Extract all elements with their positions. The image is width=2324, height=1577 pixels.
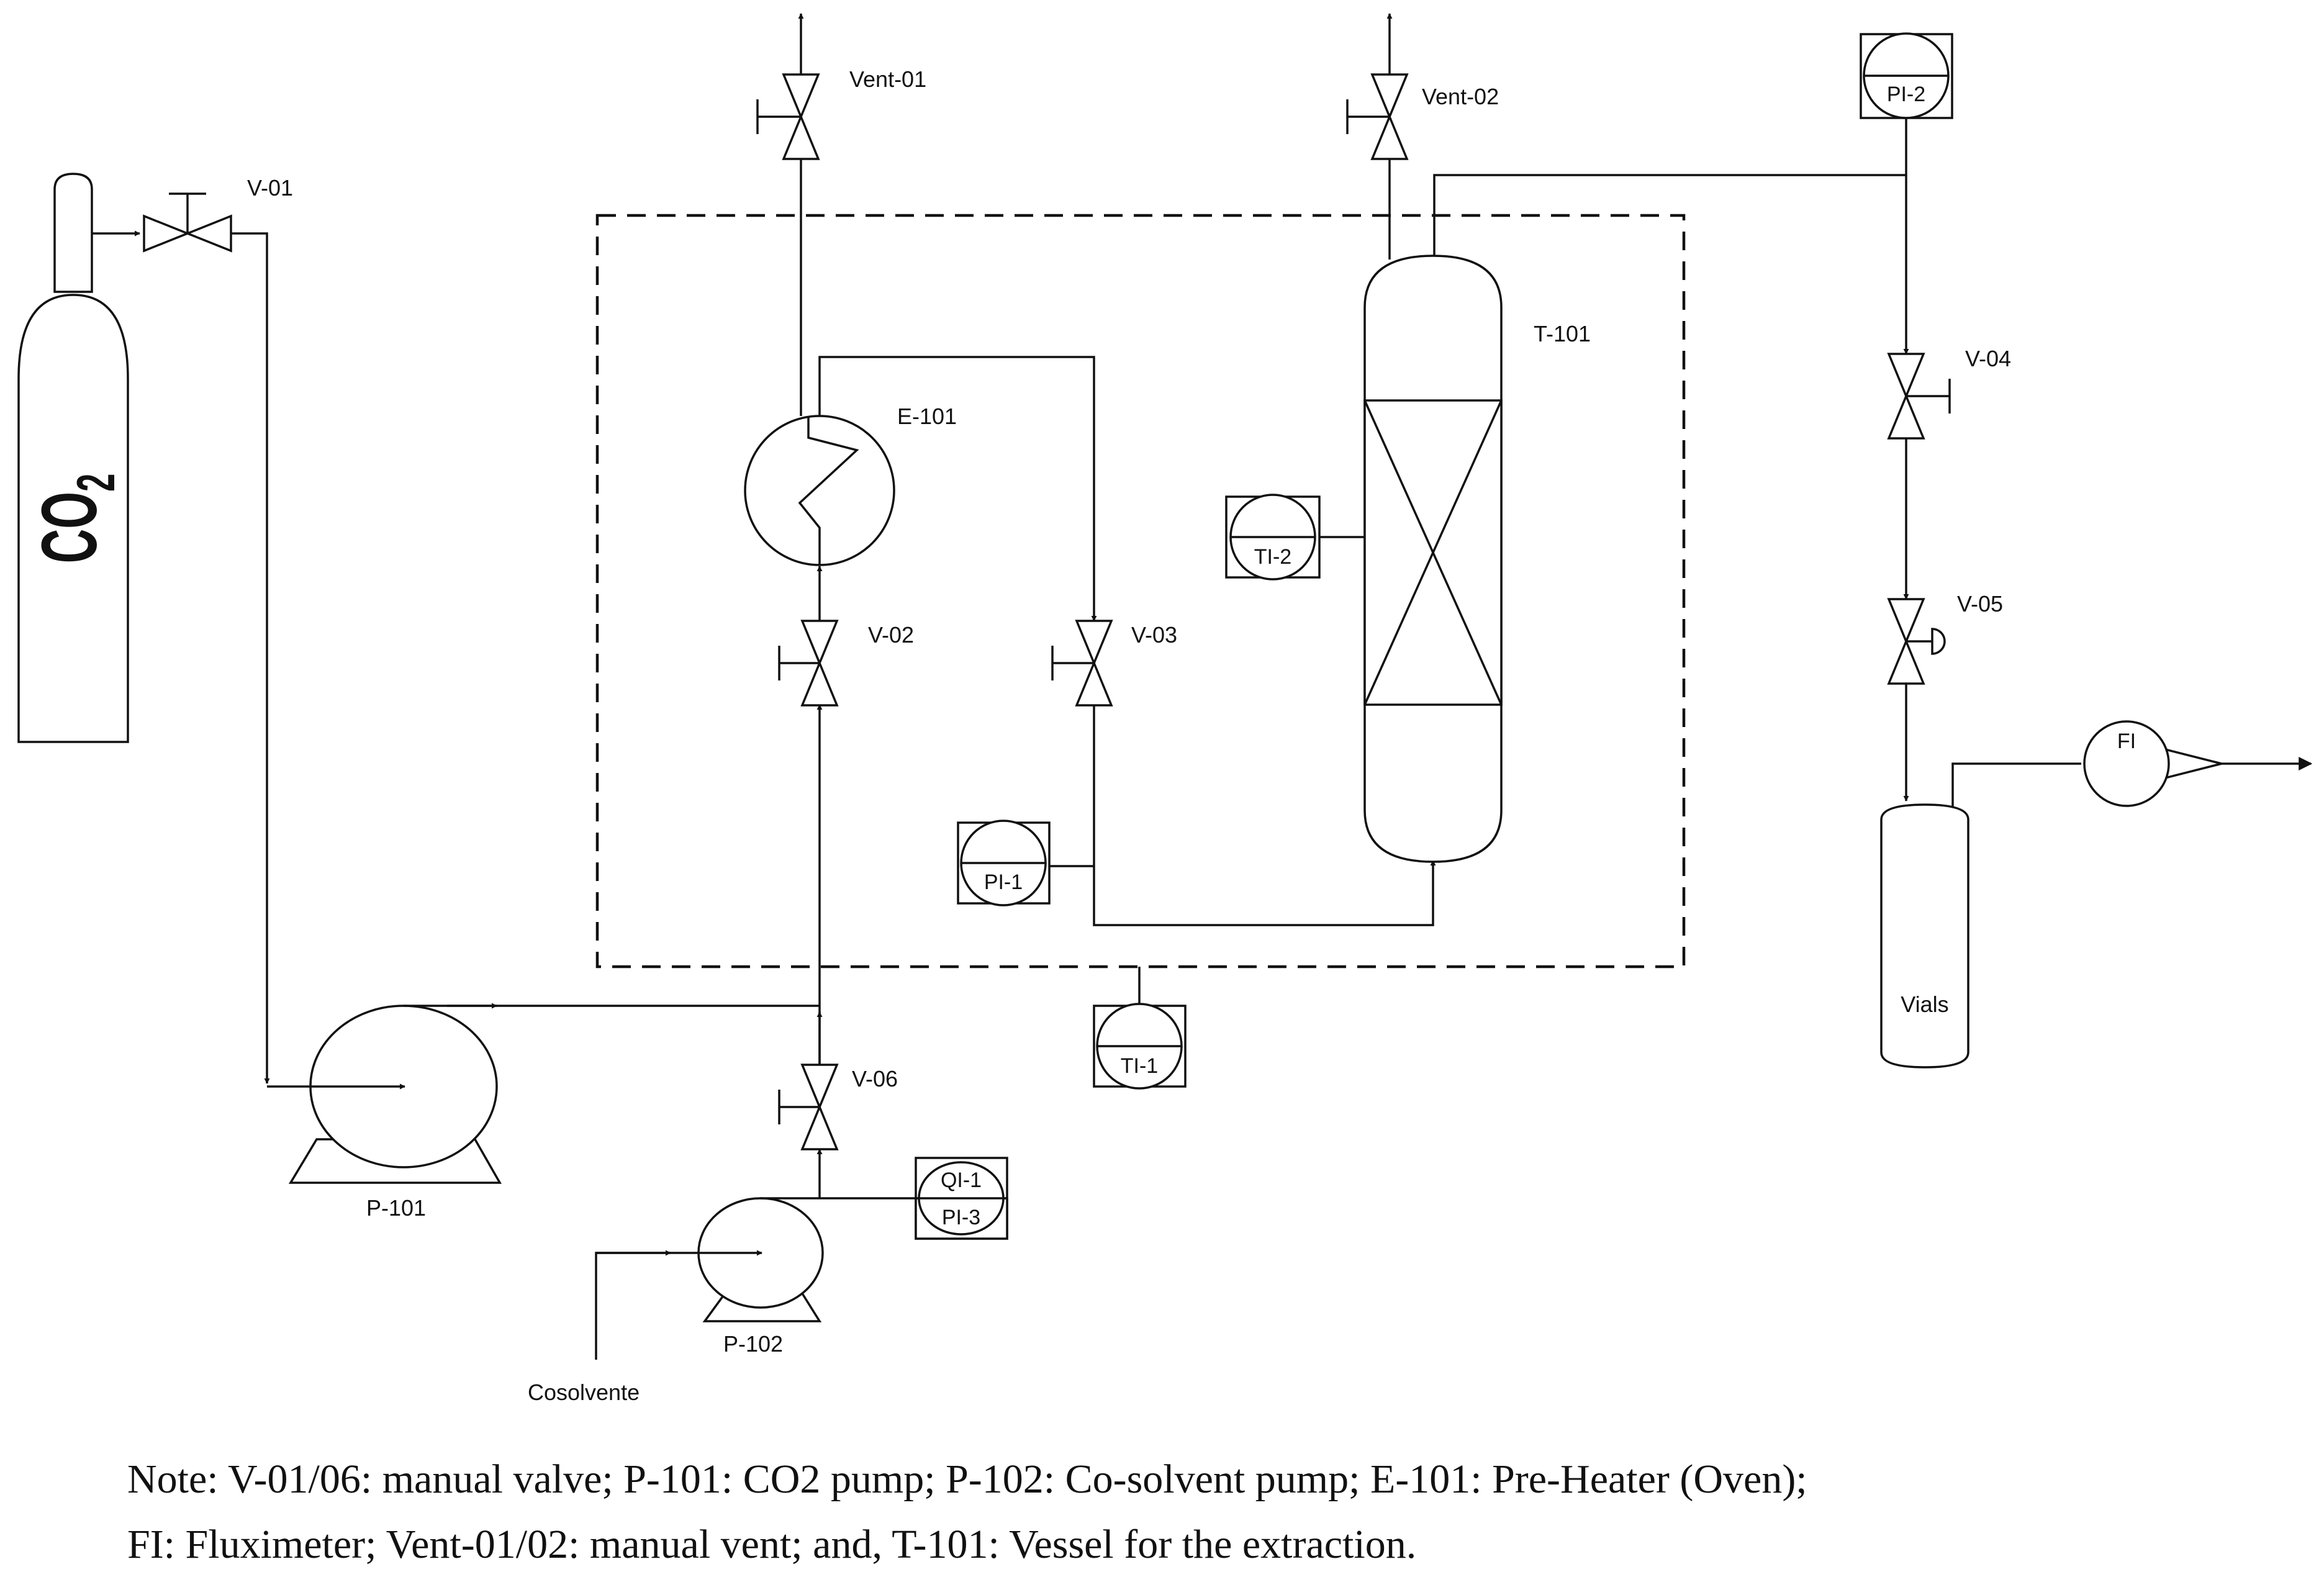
valve-v01[interactable] <box>143 192 232 253</box>
extraction-vessel-t101 <box>1363 255 1503 863</box>
vessel-t101-label: T-101 <box>1534 321 1591 346</box>
indicator-ti1 <box>1093 1003 1187 1090</box>
indicator-ti2-label: TI-2 <box>1254 545 1291 569</box>
indicator-pi2 <box>1860 32 1953 119</box>
pump-p102 <box>697 1197 824 1322</box>
indicator-pi2-label: PI-2 <box>1887 83 1925 106</box>
preheater-e101-label: E-101 <box>897 404 957 429</box>
oven-boundary <box>595 214 1686 969</box>
preheater-e101 <box>744 415 895 566</box>
valve-v01-label: V-01 <box>247 175 293 201</box>
vent-valve-02[interactable] <box>1346 73 1409 160</box>
vent-02-label: Vent-02 <box>1422 84 1499 109</box>
valve-v05[interactable] <box>1887 598 1946 685</box>
flowmeter-fi-label: FI <box>2117 730 2136 753</box>
cosolvent-label: Cosolvente <box>528 1380 640 1405</box>
pump-p102-label: P-102 <box>723 1331 783 1357</box>
pump-p101 <box>288 1005 502 1184</box>
indicator-pi1-label: PI-1 <box>984 870 1023 894</box>
valve-v03-label: V-03 <box>1131 622 1177 648</box>
indicator-qi1-label: QI-1 <box>941 1168 982 1192</box>
co2-cylinder: CO2 <box>17 173 129 743</box>
valve-v02-label: V-02 <box>868 622 914 648</box>
flowmeter-fi <box>2083 720 2222 807</box>
valve-v04-label: V-04 <box>1965 346 2011 371</box>
note-line-1: Note: V-01/06: manual valve; P-101: CO2 … <box>127 1457 1807 1502</box>
vials-label: Vials <box>1901 992 1948 1017</box>
indicator-pi3-label: PI-3 <box>942 1206 980 1229</box>
vials-container <box>1880 803 1969 1069</box>
co2-label: CO2 <box>25 474 126 564</box>
pump-p101-label: P-101 <box>366 1195 426 1221</box>
valve-v06[interactable] <box>778 1064 839 1150</box>
vent-01-label: Vent-01 <box>849 66 926 92</box>
indicator-ti2 <box>1225 494 1321 581</box>
valve-v03[interactable] <box>1051 620 1113 707</box>
valve-v02[interactable] <box>778 620 839 707</box>
figure-note: Note: V-01/06: manual valve; P-101: CO2 … <box>127 1447 2238 1577</box>
vent-valve-01[interactable] <box>756 73 820 160</box>
indicator-pi1 <box>957 820 1051 906</box>
indicator-qi1-pi3 <box>915 1157 1008 1240</box>
indicator-ti1-label: TI-1 <box>1121 1054 1158 1078</box>
note-line-2: FI: Fluximeter; Vent-01/02: manual vent;… <box>127 1522 1417 1567</box>
valve-v06-label: V-06 <box>852 1066 898 1091</box>
valve-v05-label: V-05 <box>1957 591 2003 617</box>
valve-v04[interactable] <box>1887 353 1951 440</box>
